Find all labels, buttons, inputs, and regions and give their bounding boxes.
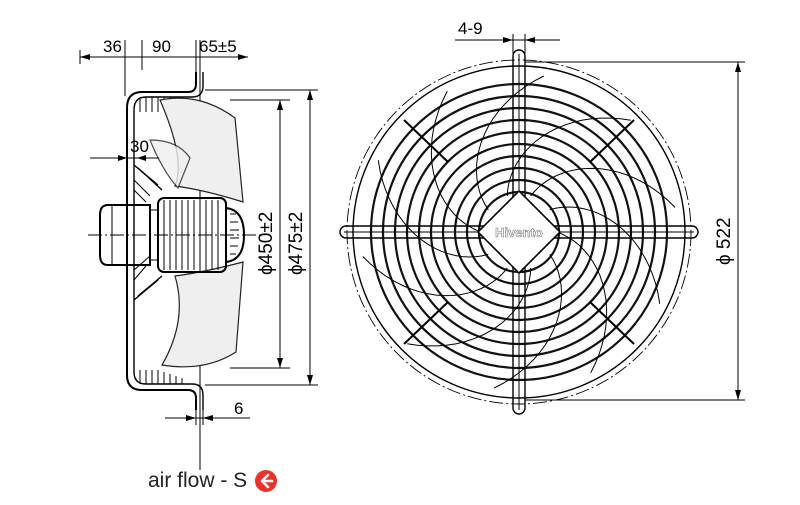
blade-curve: [556, 231, 608, 374]
dim-36: 36: [103, 37, 122, 56]
airflow-caption: air flow - S: [148, 466, 278, 496]
dim-phi450: ϕ450±2: [256, 212, 277, 275]
blade-curve: [407, 268, 532, 347]
dim-phi522: ϕ 522: [714, 217, 735, 265]
blade-curve: [362, 256, 508, 297]
dim-30: 30: [130, 137, 149, 156]
blade-curve: [377, 160, 489, 258]
left-arrow-circle-icon: [255, 470, 278, 492]
dim-65: 65±5: [199, 37, 237, 56]
blade-curve: [430, 90, 482, 233]
dim-6: 6: [234, 399, 243, 418]
blade-curve: [493, 254, 563, 389]
blade-curve: [506, 117, 631, 196]
side-view: 36 90 65±5 30: [79, 37, 318, 470]
brand-logo: Hivento: [495, 225, 543, 240]
blade-curve: [549, 206, 661, 304]
dim-4-9: 4-9: [458, 19, 483, 38]
blade-curve: [475, 75, 545, 210]
front-view: Hivento 4-9 ϕ 522: [339, 19, 745, 415]
dim-90: 90: [152, 37, 171, 56]
airflow-label: air flow - S: [148, 469, 248, 492]
dim-phi475: ϕ475±2: [286, 212, 307, 275]
blade-curve: [530, 167, 676, 208]
